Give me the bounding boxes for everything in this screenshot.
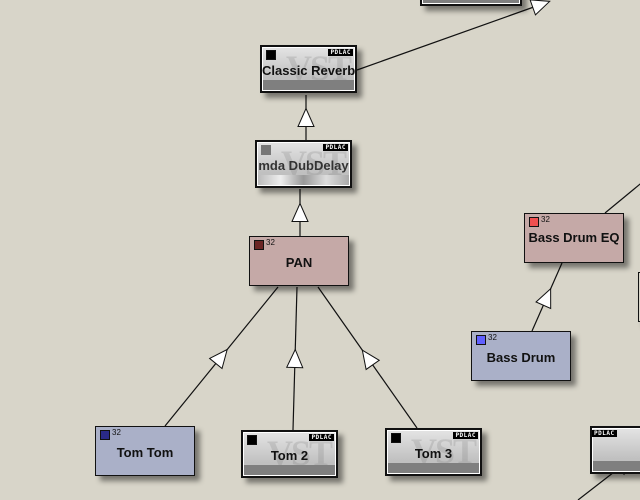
node-label: Bass Drum EQ — [528, 230, 620, 245]
arrow-icon — [361, 349, 381, 371]
node-label: Tom 2 — [270, 448, 309, 463]
color-swatch[interactable] — [529, 217, 539, 227]
color-swatch[interactable] — [254, 240, 264, 250]
node-label: PAN — [285, 255, 313, 270]
pdlac-badge: PDLAC — [453, 432, 478, 439]
wire[interactable] — [604, 180, 640, 214]
color-swatch[interactable] — [266, 50, 276, 60]
bit-depth: 32 — [488, 333, 497, 342]
node-classic-reverb[interactable]: VST PDLAC Classic Reverb — [260, 45, 357, 93]
arrow-icon — [285, 348, 304, 369]
pdlac-badge: PDLAC — [309, 434, 334, 441]
node-label: Tom Tom — [116, 445, 174, 460]
node-bass-drum-eq[interactable]: 32 Bass Drum EQ — [524, 213, 624, 263]
wire[interactable] — [356, 2, 546, 71]
node-tom-3[interactable]: VST PDLAC Tom 3 — [385, 428, 482, 476]
arrow-icon — [291, 202, 309, 222]
pdlac-badge: PDLAC — [328, 49, 353, 56]
node-footer — [244, 465, 335, 475]
node-label: Classic Reverb — [262, 63, 356, 78]
color-swatch[interactable] — [261, 145, 271, 155]
node-label: Bass Drum — [486, 350, 556, 365]
node-dub-delay[interactable]: VST PDLAC mda DubDelay — [255, 140, 352, 188]
node-footer — [593, 461, 640, 471]
color-swatch[interactable] — [391, 433, 401, 443]
color-swatch[interactable] — [476, 335, 486, 345]
arrow-icon — [208, 348, 228, 370]
bit-depth: 32 — [112, 428, 121, 437]
pdlac-badge: PDLAC — [592, 430, 617, 437]
node-bass-drum[interactable]: 32 Bass Drum — [471, 331, 571, 381]
bit-depth: 32 — [541, 215, 550, 224]
node-footer — [263, 80, 354, 90]
node-label: Tom 3 — [414, 446, 453, 461]
arrow-icon — [535, 287, 552, 310]
node-label: mda DubDelay — [258, 158, 349, 173]
node-footer — [388, 463, 479, 473]
color-swatch[interactable] — [100, 430, 110, 440]
node-partial-top[interactable] — [420, 0, 522, 6]
node-tom-tom[interactable]: 32 Tom Tom — [95, 426, 195, 476]
arrow-icon — [529, 0, 551, 16]
node-tom-2[interactable]: VST PDLAC Tom 2 — [241, 430, 338, 478]
node-partial-bottom-right[interactable]: PDLAC — [590, 426, 640, 474]
pdlac-badge: PDLAC — [323, 144, 348, 151]
arrow-icon — [297, 107, 315, 127]
color-swatch[interactable] — [247, 435, 257, 445]
node-pan[interactable]: 32 PAN — [249, 236, 349, 286]
bit-depth: 32 — [266, 238, 275, 247]
node-partial-right[interactable] — [638, 272, 640, 322]
node-footer — [258, 175, 349, 185]
